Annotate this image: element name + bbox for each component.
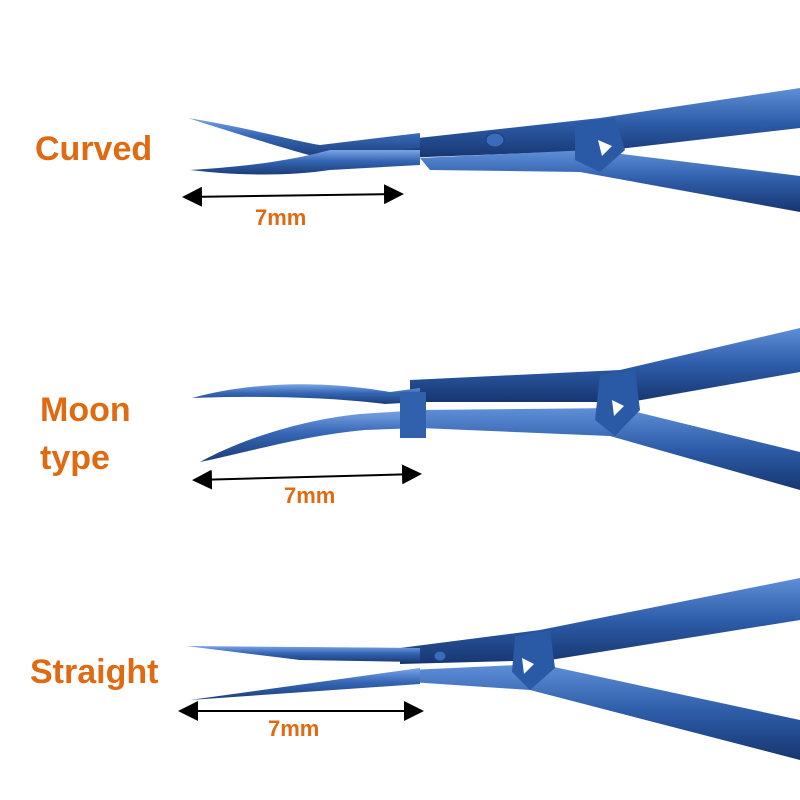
label-moon-type: Moon type [40, 386, 131, 482]
measure-text-moon: 7mm [284, 483, 336, 508]
label-moon-line1: Moon [40, 391, 131, 429]
label-moon-line2: type [40, 439, 110, 477]
measure-arrow-moon [192, 464, 422, 490]
moon-scissors [192, 328, 800, 490]
measure-text-straight: 7mm [268, 716, 320, 741]
curved-scissors [188, 88, 800, 212]
measure-arrow-curved [182, 184, 404, 207]
label-straight: Straight [30, 653, 159, 691]
label-curved: Curved [35, 130, 153, 168]
measure-text-curved: 7mm [255, 205, 307, 230]
straight-scissors [186, 578, 800, 760]
